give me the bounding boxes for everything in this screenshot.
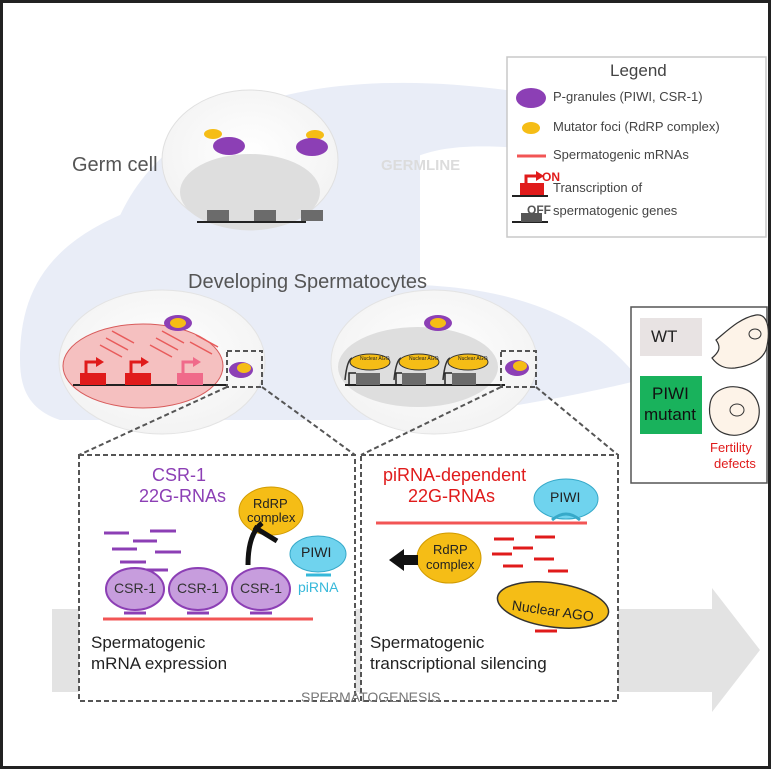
wt-box — [640, 318, 702, 356]
piwi-protein — [289, 535, 347, 573]
csr1-protein — [105, 567, 165, 611]
fertility-defects-line2: defects — [714, 456, 756, 471]
left-caption-line1: Spermatogenic — [91, 633, 206, 652]
pirna-title-line2: 22G-RNAs — [408, 486, 496, 506]
mrna-transcripts — [99, 330, 219, 358]
spermatogenesis-label: SPERMATOGENESIS — [301, 689, 441, 705]
legend-item-spermatogenic-genes: spermatogenic genes — [553, 203, 678, 218]
rdrp-direction-arrow — [389, 549, 418, 571]
mutator-focus — [430, 318, 446, 328]
p-granule — [213, 137, 245, 155]
transcription-on-icon — [512, 171, 548, 197]
mutator-focus — [237, 363, 251, 373]
legend-on-label: ON — [542, 170, 560, 184]
legend-item-p-granules: P-granules (PIWI, CSR-1) — [553, 89, 703, 104]
mini-nuclear-ago-group — [344, 353, 489, 381]
inhibition-bar — [252, 524, 279, 544]
csr1-protein — [231, 567, 291, 611]
gene-off — [301, 210, 323, 221]
inhibition-arc — [245, 521, 264, 566]
legend-title: Legend — [610, 61, 667, 80]
mutator-focus — [204, 129, 222, 139]
zoom-box-left — [226, 350, 263, 388]
mini-ago-label-2: Nuclear AGO — [409, 356, 439, 362]
mutant-nucleus — [729, 403, 745, 417]
wt-nucleus — [748, 328, 762, 340]
zoom-line — [535, 386, 619, 456]
gene-on-1 — [80, 357, 106, 385]
wt-label: WT — [651, 327, 678, 346]
right-rdrp-line1: RdRP — [433, 542, 468, 557]
piwi-mutant-label-line2: mutant — [644, 405, 696, 424]
mini-ago-label-3: Nuclear AGO — [458, 356, 488, 362]
pirna-binding — [551, 512, 581, 522]
legend-item-mutator-foci: Mutator foci (RdRP complex) — [553, 119, 720, 134]
gene-on-3 — [177, 357, 203, 385]
germline-label: GERMLINE — [381, 157, 461, 174]
transcription-off-icon — [512, 213, 548, 223]
csr1-label-1: CSR-1 — [114, 580, 157, 596]
csr1-label-3: CSR-1 — [240, 580, 283, 596]
left-rdrp-line2: complex — [247, 510, 296, 525]
mini-ago-label-1: Nuclear AGO — [360, 356, 390, 362]
right-caption-line2: transcriptional silencing — [370, 654, 547, 673]
mutator-focus — [170, 318, 186, 328]
right-piwi-label: PIWI — [550, 489, 581, 505]
gene-off — [207, 210, 229, 221]
left-caption-line2: mRNA expression — [91, 654, 228, 673]
zoom-line — [360, 386, 502, 456]
gene-off — [254, 210, 276, 221]
zoom-box-right — [500, 350, 537, 388]
legend-panel — [506, 56, 767, 238]
legend-item-transcription: Transcription of — [553, 180, 643, 195]
piwi-protein — [533, 478, 599, 520]
pirna-22g-rnas — [492, 535, 568, 573]
zoom-line — [78, 386, 228, 456]
csr1-title-line2: 22G-RNAs — [139, 486, 227, 506]
nuclear-ago — [496, 581, 610, 629]
mutator-focus — [306, 130, 324, 140]
right-caption-line1: Spermatogenic — [370, 633, 485, 652]
piwi-mutant-label-line1: PIWI — [652, 384, 689, 403]
silenced-genes — [348, 372, 476, 385]
csr1-label-2: CSR-1 — [177, 580, 220, 596]
csr1-title-line1: CSR-1 — [152, 465, 207, 485]
csr1-protein — [168, 567, 228, 611]
left-piwi-label: PIWI — [301, 544, 332, 560]
mutator-focus — [513, 361, 527, 371]
legend-off-label: OFF — [527, 203, 551, 217]
mutator-foci-icon — [522, 122, 540, 134]
pirna-title-line1: piRNA-dependent — [383, 465, 527, 485]
left-rdrp-line1: RdRP — [253, 496, 288, 511]
p-granule — [296, 138, 328, 156]
p-granule-icon — [516, 88, 546, 108]
zoom-line — [261, 386, 356, 456]
mutant-sperm-cell — [708, 386, 760, 436]
developing-spermatocytes-label: Developing Spermatocytes — [188, 271, 428, 293]
left-nucleus — [62, 323, 224, 409]
right-rdrp-line2: complex — [426, 557, 475, 572]
pirna-label: piRNA — [298, 579, 339, 595]
piwi-mutant-box — [640, 376, 702, 434]
wt-sperm-cell — [711, 314, 769, 369]
legend-item-mrnas: Spermatogenic mRNAs — [553, 147, 689, 162]
fertility-defects-line1: Fertility — [710, 440, 752, 455]
gene-on-2 — [125, 357, 151, 385]
germ-cell-label: Germ cell — [72, 154, 158, 176]
germ-cell-nucleus — [180, 154, 320, 230]
